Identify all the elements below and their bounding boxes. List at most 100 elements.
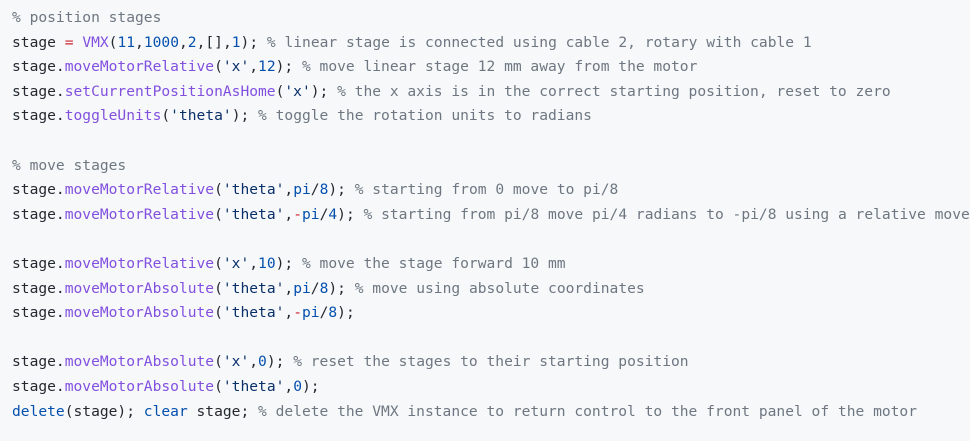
code-token-default: ( (161, 107, 171, 125)
code-token-default: / (319, 304, 329, 322)
code-token-comment: % the x axis is in the correct starting … (337, 82, 891, 100)
code-token-default: ( (275, 82, 285, 100)
code-token-default: / (319, 205, 329, 223)
code-token-default: ); (310, 82, 338, 100)
code-token-number: 10 (258, 254, 276, 272)
code-token-default: ); (302, 377, 320, 395)
code-token-keyword: delete (12, 402, 65, 420)
code-token-function: moveMotorRelative (64, 254, 215, 272)
code-token-default: ( (214, 181, 223, 199)
code-line: stage.moveMotorRelative('theta',-pi/4); … (12, 203, 970, 228)
code-token-default: ( (214, 304, 223, 322)
code-token-default: , (284, 377, 294, 395)
code-token-number: 0 (293, 377, 302, 395)
code-token-default: , (249, 58, 259, 76)
code-token-number: 2 (187, 33, 197, 51)
code-token-default: ); (266, 353, 294, 371)
code-token-default: ); (275, 254, 302, 272)
code-line: stage.toggleUnits('theta'); % toggle the… (12, 104, 970, 129)
code-token-comment: % move stages (12, 156, 127, 174)
code-token-default: ); (275, 58, 302, 76)
code-token-default: , (249, 254, 259, 272)
code-token-function: setCurrentPositionAsHome (64, 82, 276, 100)
code-token-default: stage. (12, 107, 65, 125)
code-token-function: moveMotorAbsolute (64, 353, 215, 371)
code-token-default: ( (214, 58, 223, 76)
code-token-number: 0 (258, 353, 267, 371)
code-token-keyword: pi (293, 181, 311, 199)
code-token-operator: - (293, 304, 302, 322)
code-token-default: / (310, 181, 320, 199)
code-token-default: ( (214, 279, 223, 297)
code-token-function: moveMotorRelative (64, 181, 215, 199)
code-line: stage.setCurrentPositionAsHome('x'); % t… (12, 80, 970, 105)
code-line: stage = VMX(11,1000,2,[],1); % linear st… (12, 31, 970, 56)
code-token-keyword: pi (293, 279, 311, 297)
code-listing: % position stages stage = VMX(11,1000,2,[… (12, 6, 970, 424)
code-token-default: , (249, 353, 259, 371)
code-token-default: stage. (12, 377, 65, 395)
code-token-keyword: pi (302, 205, 320, 223)
code-token-default: stage. (12, 205, 65, 223)
code-token-function: VMX (82, 33, 109, 51)
code-token-operator: - (293, 205, 302, 223)
code-token-string: 'theta' (222, 181, 285, 199)
code-token-default: stage. (12, 181, 65, 199)
code-line: delete(stage); clear stage; % delete the… (12, 400, 970, 425)
code-line: % position stages (12, 6, 970, 31)
code-token-default: , (179, 33, 188, 51)
code-token-default: , (284, 205, 294, 223)
code-line: stage.moveMotorAbsolute('theta',-pi/8); (12, 301, 970, 326)
code-token-comment: % linear stage is connected using cable … (266, 33, 812, 51)
code-token-string: 'x' (222, 58, 250, 76)
code-token-function: moveMotorRelative (64, 205, 215, 223)
code-token-function: toggleUnits (64, 107, 162, 125)
code-line (12, 227, 970, 252)
code-token-default: , (284, 279, 294, 297)
code-token-default: ); (328, 181, 355, 199)
code-line: stage.moveMotorAbsolute('theta',0); (12, 375, 970, 400)
code-line: % move stages (12, 154, 970, 179)
code-token-default: ); (231, 107, 259, 125)
code-token-default: ( (214, 254, 223, 272)
code-token-default: stage. (12, 58, 65, 76)
code-token-number: 8 (319, 279, 329, 297)
code-line (12, 129, 970, 154)
code-token-string: 'theta' (222, 304, 285, 322)
code-token-comment: % reset the stages to their starting pos… (293, 353, 689, 371)
code-token-comment: % move using absolute coordinates (354, 279, 645, 297)
code-token-default: (stage); (64, 402, 144, 420)
code-token-default: ( (214, 205, 223, 223)
code-token-default: ( (214, 353, 223, 371)
code-token-default: ); (240, 33, 267, 51)
code-line: stage.moveMotorRelative('x',10); % move … (12, 252, 970, 277)
code-token-comment: % toggle the rotation units to radians (258, 107, 592, 125)
code-token-string: 'theta' (222, 205, 285, 223)
code-token-keyword: pi (302, 304, 320, 322)
code-line: stage.moveMotorRelative('theta',pi/8); %… (12, 178, 970, 203)
code-line: stage.moveMotorRelative('x',12); % move … (12, 55, 970, 80)
code-token-number: 8 (328, 304, 338, 322)
code-token-comment: % starting from pi/8 move pi/4 radians t… (363, 205, 970, 223)
code-token-default: stage. (12, 82, 65, 100)
code-token-function: moveMotorAbsolute (64, 279, 215, 297)
code-block: % position stages stage = VMX(11,1000,2,[… (12, 9, 970, 420)
code-token-function: moveMotorAbsolute (64, 377, 215, 395)
code-token-string: 'theta' (222, 279, 285, 297)
code-token-default: ); (328, 279, 355, 297)
code-token-function: moveMotorRelative (64, 58, 215, 76)
code-token-default: ); (337, 304, 355, 322)
code-token-string: 'theta' (170, 107, 232, 125)
code-token-comment: % move linear stage 12 mm away from the … (301, 58, 698, 76)
code-token-default: stage; (187, 402, 259, 420)
code-token-number: 1000 (143, 33, 179, 51)
code-token-comment: % delete the VMX instance to return cont… (258, 402, 917, 420)
code-token-number: 4 (328, 205, 338, 223)
code-token-comment: % position stages (12, 9, 162, 26)
code-token-comment: % move the stage forward 10 mm (301, 254, 566, 272)
code-token-number: 12 (258, 58, 276, 76)
code-token-default: , (284, 181, 294, 199)
code-token-default: ,[], (196, 33, 232, 51)
code-token-comment: % starting from 0 move to pi/8 (354, 181, 619, 199)
code-token-number: 8 (319, 181, 329, 199)
